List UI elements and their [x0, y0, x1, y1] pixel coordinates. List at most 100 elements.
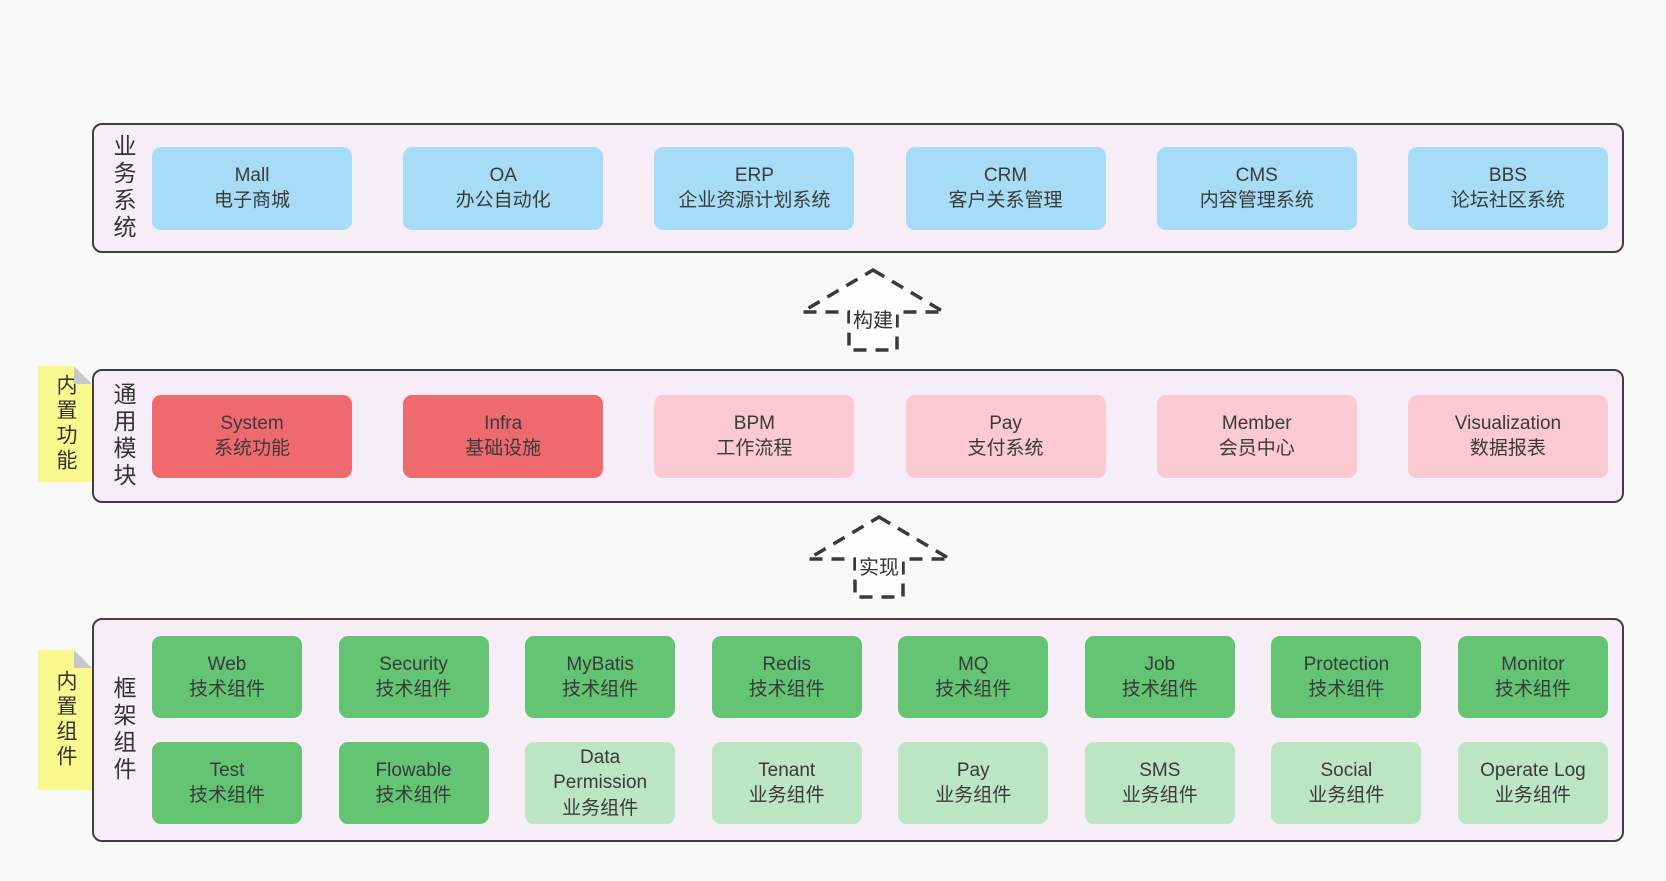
framework-components-label: 框架组件 [110, 676, 136, 784]
module-box: Visualization 数据报表 [1407, 394, 1608, 478]
box-title: BPM [733, 412, 775, 434]
component-box: Social 业务组件 [1271, 742, 1422, 824]
box-subtitle: 业务组件 [1494, 785, 1571, 806]
box-subtitle: 办公自动化 [455, 190, 551, 211]
box-subtitle: 技术组件 [748, 679, 825, 700]
box-subtitle: 业务组件 [748, 785, 825, 806]
box-subtitle: 技术组件 [1308, 679, 1385, 700]
component-box: Operate Log 业务组件 [1457, 742, 1608, 824]
module-box: BPM 工作流程 [654, 394, 855, 478]
business-system-box: OA 办公自动化 [403, 146, 604, 230]
box-subtitle: 技术组件 [375, 679, 452, 700]
box-title: Flowable [375, 759, 452, 781]
built-in-components-tag: 内置组件 [38, 650, 92, 790]
common-modules-row: System 系统功能 Infra 基础设施 BPM 工作流程 Pay 支付系统 [152, 394, 1608, 478]
box-title: Test [209, 759, 245, 781]
box-title: MyBatis [566, 653, 634, 675]
box-title: Tenant [758, 759, 816, 781]
business-system-box: Mall 电子商城 [152, 146, 352, 230]
component-box: MyBatis 技术组件 [525, 636, 676, 718]
box-title: Pay [989, 412, 1022, 434]
box-subtitle: 电子商城 [213, 190, 290, 211]
box-subtitle: 技术组件 [1494, 679, 1571, 700]
component-box: SMS 业务组件 [1084, 742, 1235, 824]
component-box: Web 技术组件 [152, 636, 302, 718]
business-systems-panel: 业务系统 Mall 电子商城 OA 办公自动化 ERP 企业资源计划系统 [92, 123, 1624, 253]
business-system-box: CMS 内容管理系统 [1156, 146, 1357, 230]
framework-components-panel: 框架组件 Web 技术组件 Security 技术组件 MyBatis 技术组件 [92, 618, 1624, 842]
box-title: Infra [484, 412, 523, 434]
box-title: SMS [1139, 759, 1181, 781]
component-box: Monitor 技术组件 [1457, 636, 1608, 718]
box-title: Job [1144, 653, 1176, 675]
common-modules-panel: 通用模块 System 系统功能 Infra 基础设施 BPM 工作流程 [92, 369, 1624, 503]
build-arrow: 构建 [800, 268, 946, 352]
box-subtitle: 会员中心 [1218, 438, 1295, 459]
business-systems-content: Mall 电子商城 OA 办公自动化 ERP 企业资源计划系统 CRM 客户关系… [152, 125, 1622, 251]
module-box: Infra 基础设施 [403, 394, 604, 478]
build-arrow-label: 构建 [850, 304, 896, 333]
module-box: Pay 支付系统 [905, 394, 1106, 478]
box-title: Protection [1303, 653, 1390, 675]
business-system-box: CRM 客户关系管理 [905, 146, 1106, 230]
framework-components-row-2: Test 技术组件 Flowable 技术组件 Data Permission … [152, 742, 1608, 824]
box-subtitle: 系统功能 [213, 438, 290, 459]
box-subtitle: 客户关系管理 [948, 190, 1063, 211]
common-modules-label: 通用模块 [110, 382, 136, 490]
box-title: CMS [1235, 164, 1278, 186]
box-title: MQ [957, 653, 989, 675]
box-subtitle: 技术组件 [1121, 679, 1198, 700]
component-box: Flowable 技术组件 [338, 742, 489, 824]
box-title: ERP [734, 164, 774, 186]
module-box: Member 会员中心 [1156, 394, 1357, 478]
component-box: Job 技术组件 [1084, 636, 1235, 718]
box-subtitle: 内容管理系统 [1199, 190, 1314, 211]
common-modules-content: System 系统功能 Infra 基础设施 BPM 工作流程 Pay 支付系统 [152, 371, 1622, 501]
module-box: System 系统功能 [152, 394, 352, 478]
box-title: CRM [983, 164, 1028, 186]
box-title: Visualization [1454, 412, 1562, 434]
box-subtitle: 基础设施 [465, 438, 542, 459]
box-title: BBS [1488, 164, 1527, 186]
component-box: MQ 技术组件 [898, 636, 1049, 718]
component-box: Protection 技术组件 [1271, 636, 1422, 718]
box-title: Mall [234, 164, 270, 186]
box-subtitle: 业务组件 [562, 797, 639, 819]
box-subtitle: 数据报表 [1469, 438, 1546, 459]
built-in-features-tag: 内置功能 [38, 366, 92, 482]
component-box: Redis 技术组件 [711, 636, 862, 718]
component-box: Pay 业务组件 [898, 742, 1049, 824]
box-subtitle: 业务组件 [935, 785, 1012, 806]
box-subtitle: 企业资源计划系统 [678, 190, 831, 211]
box-title: Redis [762, 653, 811, 675]
framework-components-content: Web 技术组件 Security 技术组件 MyBatis 技术组件 Redi… [152, 620, 1622, 840]
component-box: Data Permission 业务组件 [525, 742, 676, 824]
business-system-box: BBS 论坛社区系统 [1407, 146, 1608, 230]
box-title: Operate Log [1480, 759, 1586, 781]
implement-arrow-label: 实现 [856, 551, 902, 580]
box-title: Monitor [1501, 653, 1565, 675]
business-system-box: ERP 企业资源计划系统 [654, 146, 855, 230]
box-subtitle: 支付系统 [967, 438, 1044, 459]
business-systems-row: Mall 电子商城 OA 办公自动化 ERP 企业资源计划系统 CRM 客户关系… [152, 146, 1608, 230]
box-subtitle: 技术组件 [188, 679, 265, 700]
component-box: Security 技术组件 [338, 636, 489, 718]
box-subtitle: 业务组件 [1308, 785, 1385, 806]
box-title: Security [379, 653, 448, 675]
component-box: Test 技术组件 [152, 742, 302, 824]
box-title: Social [1320, 759, 1373, 781]
box-title: Member [1221, 412, 1292, 434]
box-title: Web [207, 653, 247, 675]
implement-arrow: 实现 [806, 515, 952, 599]
box-subtitle: 技术组件 [188, 785, 265, 806]
box-title: Data Permission [553, 747, 648, 794]
box-title: Pay [956, 759, 990, 781]
box-subtitle: 工作流程 [716, 438, 793, 459]
box-subtitle: 论坛社区系统 [1450, 190, 1565, 211]
framework-components-row-1: Web 技术组件 Security 技术组件 MyBatis 技术组件 Redi… [152, 636, 1608, 718]
box-subtitle: 技术组件 [935, 679, 1012, 700]
box-title: OA [489, 164, 517, 186]
component-box: Tenant 业务组件 [711, 742, 862, 824]
box-subtitle: 技术组件 [562, 679, 639, 700]
box-title: System [220, 412, 284, 434]
